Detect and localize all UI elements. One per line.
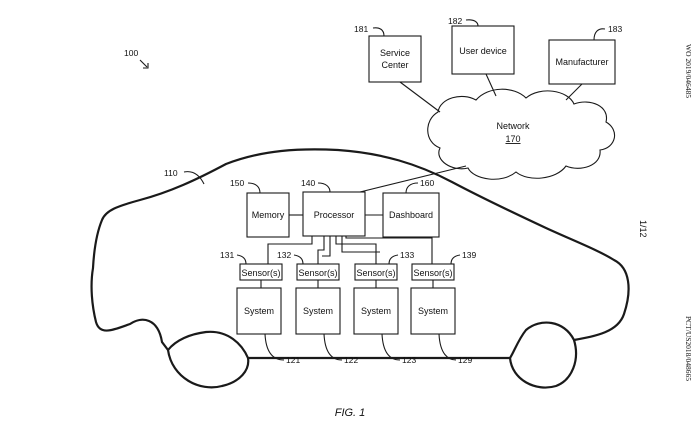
system-label-129: System <box>418 306 448 316</box>
ref-140: 140 <box>301 178 315 188</box>
ref-139-leader <box>450 254 461 265</box>
ref-150: 150 <box>230 178 244 188</box>
ref-100-arrowhead <box>143 63 149 69</box>
ref-140-leader <box>317 182 331 193</box>
network-cloud <box>427 88 616 180</box>
bus-sensor-133 <box>335 236 377 264</box>
ref-123: 123 <box>402 355 416 365</box>
ref-133: 133 <box>400 250 414 260</box>
network-ref: 170 <box>505 134 520 144</box>
link-manufacturer-network <box>565 83 583 101</box>
bus-sensor-139 <box>345 236 433 264</box>
system-box-121 <box>236 287 282 335</box>
figure-caption: FIG. 1 <box>335 407 366 419</box>
system-box-122 <box>295 287 341 335</box>
ref-100: 100 <box>124 48 138 58</box>
ref-183: 183 <box>608 24 622 34</box>
system-label-123: System <box>361 306 391 316</box>
sensor-label-132: Sensor(s) <box>298 268 337 278</box>
bus-branch-a <box>322 236 331 257</box>
link-user-network <box>485 73 497 97</box>
manufacturer-label: Manufacturer <box>555 57 608 67</box>
ref-150-leader <box>247 182 261 194</box>
ref-132: 132 <box>277 250 291 260</box>
ref-183-leader <box>593 28 606 41</box>
application-number: PCT/US2018/048665 <box>684 316 693 381</box>
ref-121-leader <box>264 333 285 361</box>
ref-100-arrow <box>139 59 148 68</box>
ref-160-leader <box>405 182 419 194</box>
system-label-121: System <box>244 306 274 316</box>
ref-122-leader <box>323 333 343 361</box>
manufacturer-box <box>548 39 616 85</box>
ref-121: 121 <box>286 355 300 365</box>
processor-label: Processor <box>314 210 355 220</box>
network-label: Network <box>496 121 530 131</box>
sensor-label-139: Sensor(s) <box>413 268 452 278</box>
system-label-122: System <box>303 306 333 316</box>
link-service-network <box>399 81 441 113</box>
ref-122: 122 <box>344 355 358 365</box>
ref-129-leader <box>438 333 457 361</box>
ref-123-leader <box>381 333 401 361</box>
processor-box <box>302 191 366 237</box>
ref-182: 182 <box>448 16 462 26</box>
rear-wheel <box>508 339 578 389</box>
ref-133-leader <box>388 254 399 265</box>
link-network-processor <box>359 165 467 193</box>
user-device-box <box>451 25 515 75</box>
page-number: 1/12 <box>638 220 648 238</box>
publication-number: WO 2019/046485 <box>684 44 693 98</box>
bus-sensor-132 <box>317 236 325 264</box>
ref-110: 110 <box>164 168 178 178</box>
bus-branch-b <box>341 236 380 253</box>
ref-132-leader <box>293 254 304 265</box>
ref-160: 160 <box>420 178 434 188</box>
dashboard-label: Dashboard <box>389 210 433 220</box>
service-center-box <box>368 35 422 83</box>
system-box-129 <box>410 287 456 335</box>
front-wheel <box>166 349 250 389</box>
ref-139: 139 <box>462 250 476 260</box>
system-box-123 <box>353 287 399 335</box>
sensor-label-131: Sensor(s) <box>241 268 280 278</box>
sensor-label-133: Sensor(s) <box>356 268 395 278</box>
ref-110-leader <box>183 171 205 185</box>
ref-129: 129 <box>458 355 472 365</box>
user-device-label: User device <box>459 46 507 56</box>
memory-box <box>246 192 290 238</box>
ref-181-leader <box>372 27 385 37</box>
ref-131-leader <box>236 254 247 265</box>
service-center-label-2: Center <box>381 60 408 70</box>
bus-sensor-131 <box>267 236 313 264</box>
ref-182-leader <box>465 19 479 27</box>
vehicle-outline <box>90 148 630 360</box>
ref-131: 131 <box>220 250 234 260</box>
service-center-label-1: Service <box>380 48 410 58</box>
ref-181: 181 <box>354 24 368 34</box>
memory-label: Memory <box>252 210 285 220</box>
